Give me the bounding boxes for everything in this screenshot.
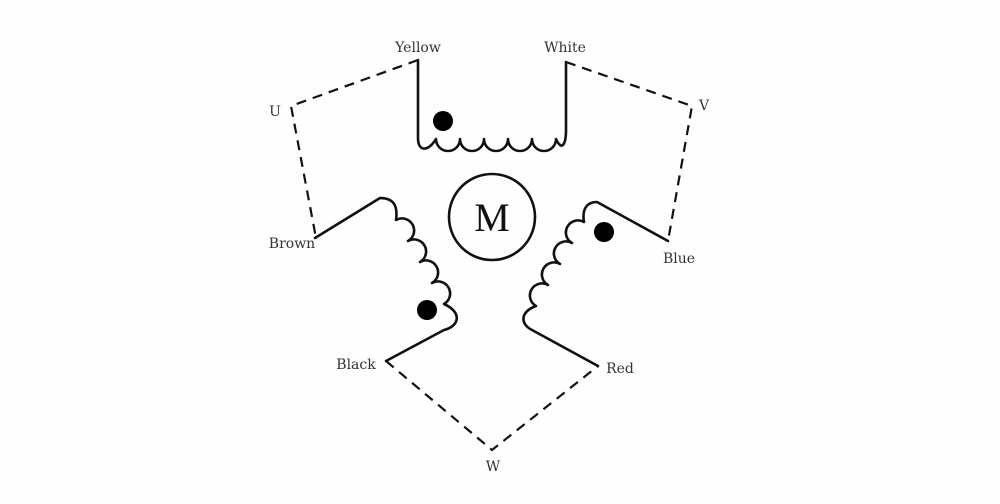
label-phase-w: W: [486, 459, 501, 475]
label-white: White: [544, 40, 586, 56]
polarity-dot-right: [594, 222, 614, 242]
polarity-dot-left: [417, 300, 437, 320]
polarity-dot-top: [433, 111, 453, 131]
label-yellow: Yellow: [394, 40, 441, 56]
winding-left: [313, 196, 459, 363]
label-phase-v: V: [698, 98, 710, 114]
motor-symbol: M: [447, 172, 537, 262]
dashed-link-w: [385, 360, 599, 452]
label-red: Red: [606, 361, 634, 377]
label-black: Black: [336, 357, 376, 373]
dashed-link-u: [289, 58, 419, 239]
label-blue: Blue: [663, 251, 695, 267]
winding-top: [416, 58, 568, 153]
label-brown: Brown: [269, 236, 315, 252]
label-phase-u: U: [269, 104, 281, 120]
dashed-link-v: [565, 60, 694, 242]
motor-circle: [447, 172, 537, 262]
winding-right: [522, 200, 670, 368]
motor-label: M: [474, 195, 510, 240]
